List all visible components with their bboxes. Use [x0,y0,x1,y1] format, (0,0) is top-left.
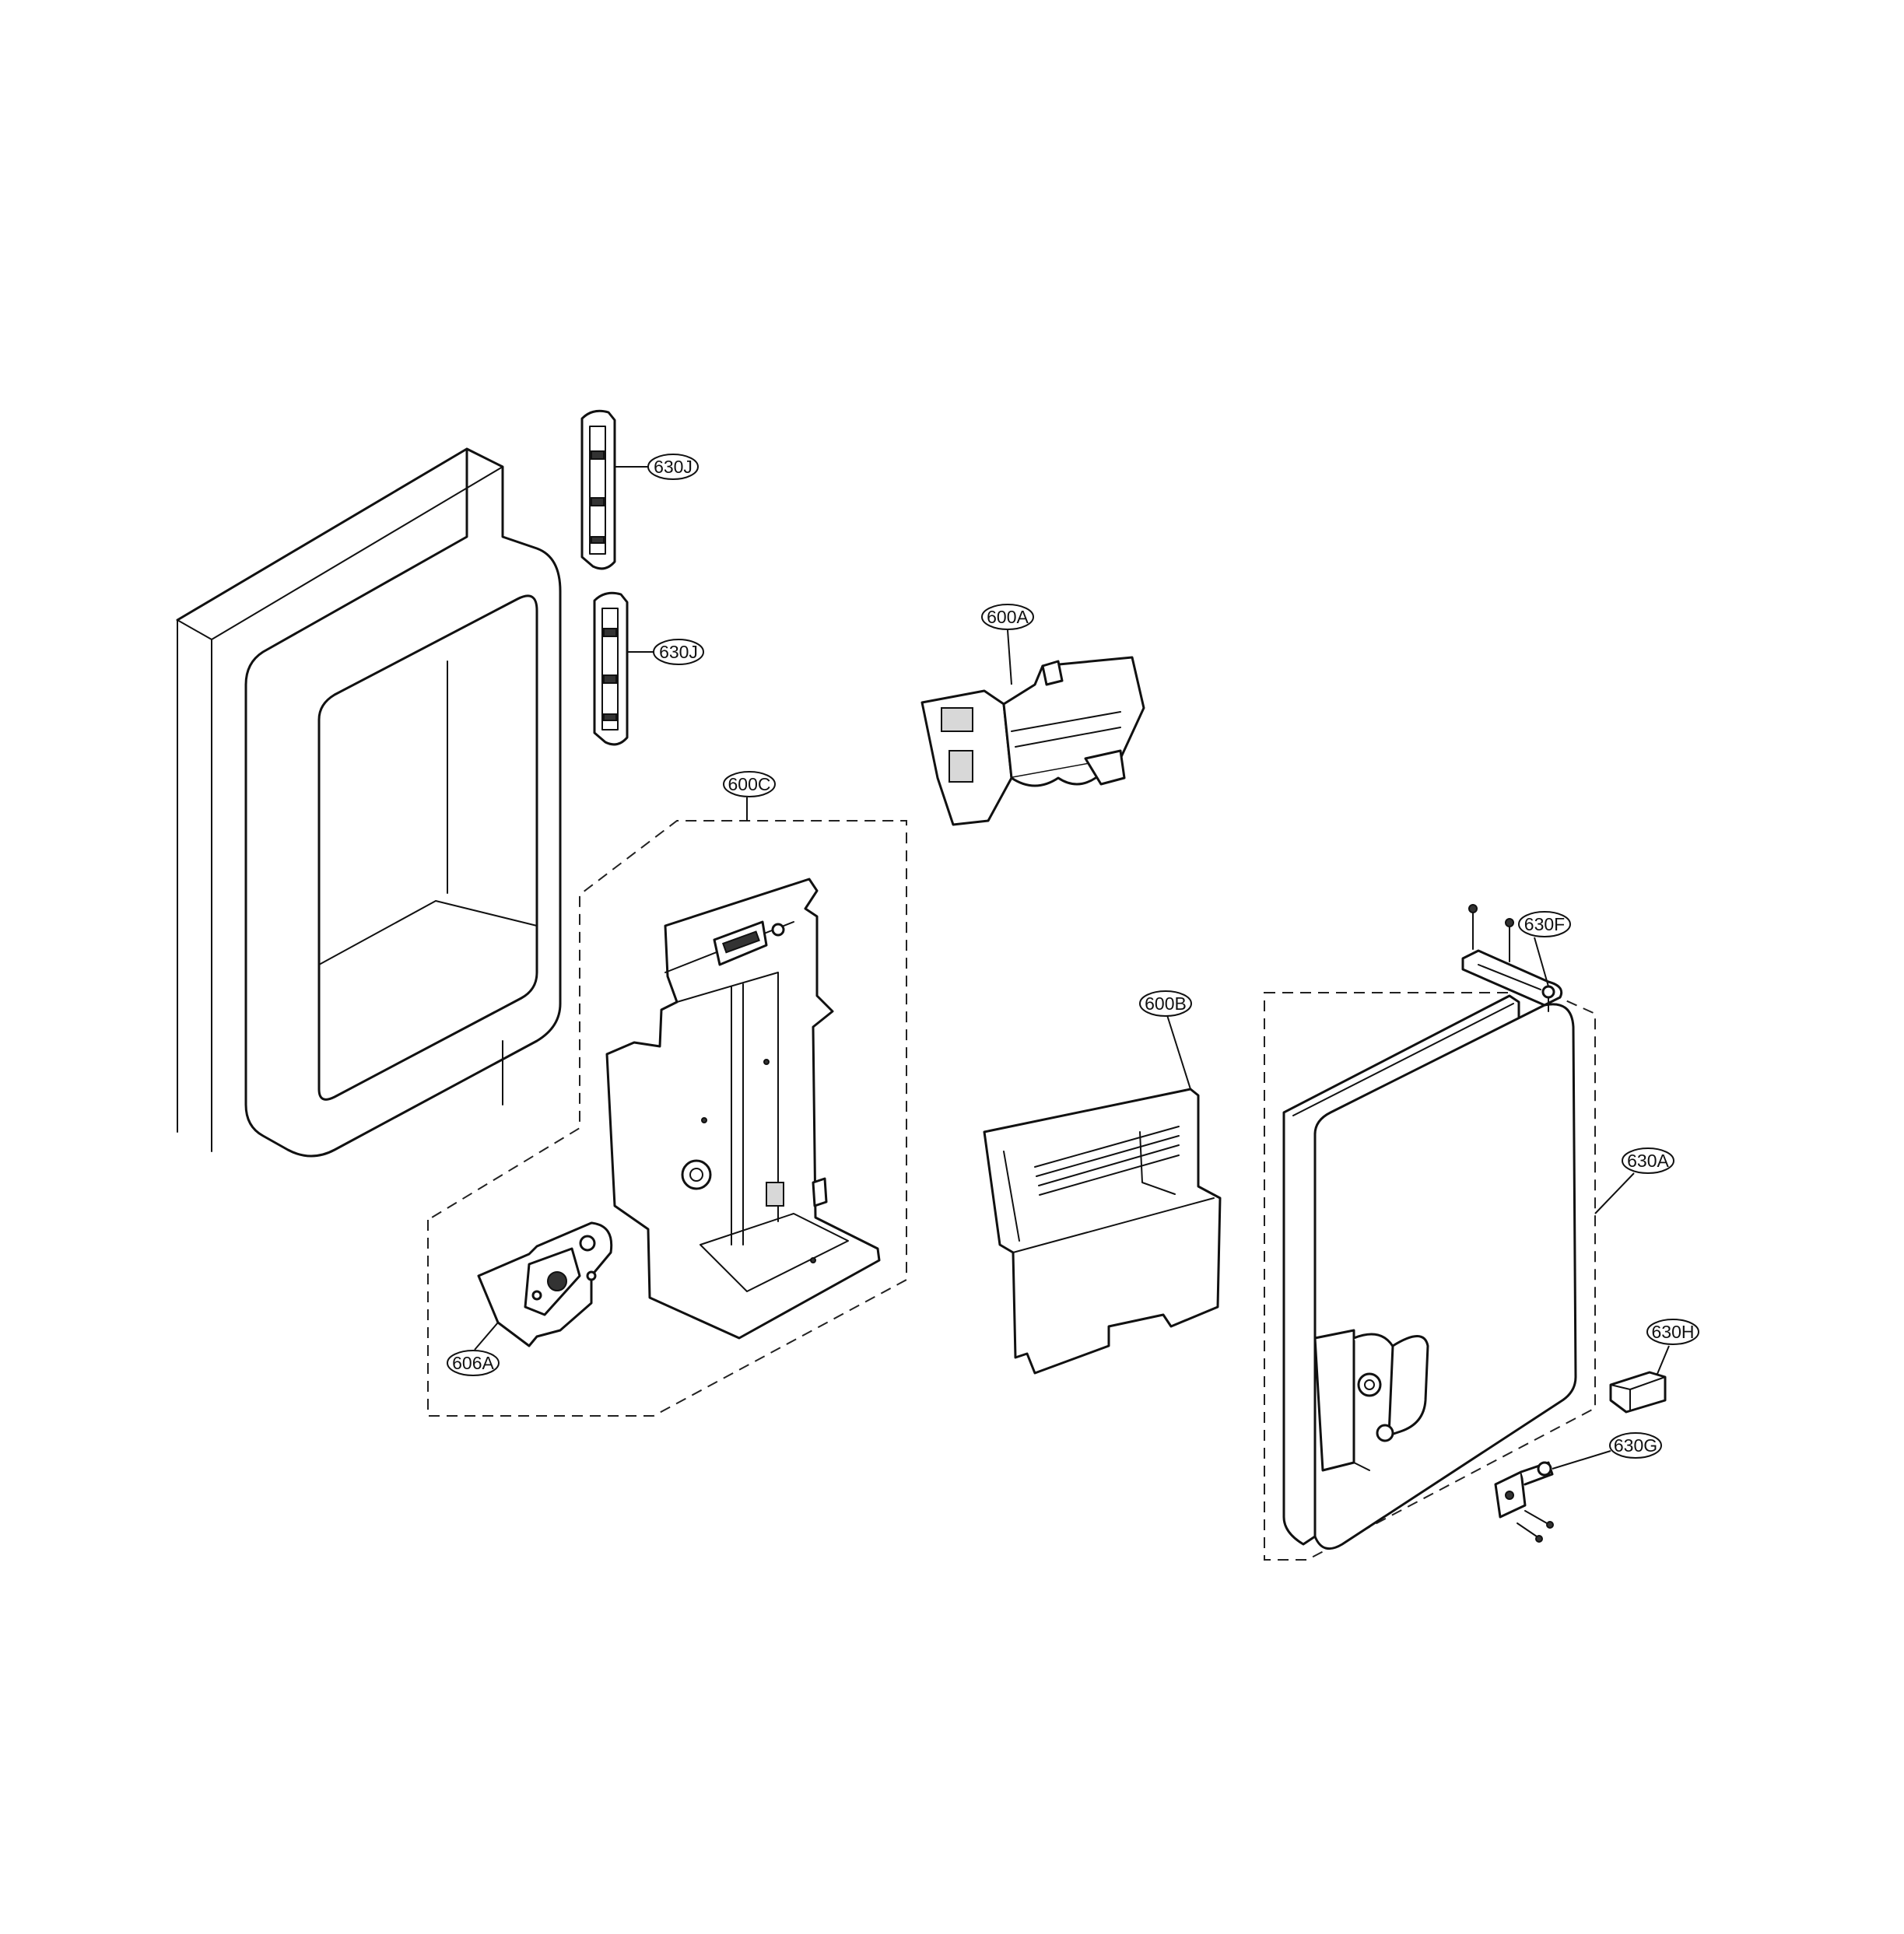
bracket-606a [477,1221,613,1347]
callout-630j-bottom: 630J [653,639,704,665]
callout-label-600b: 600B [1145,993,1187,1014]
leader-lines [474,466,1670,1470]
callout-600b: 600B [1139,990,1192,1017]
callout-label-630h: 630H [1652,1322,1695,1342]
callout-label-630f: 630F [1524,914,1565,934]
callout-label-606a: 606A [452,1353,494,1373]
callout-label-630j-top: 630J [654,457,693,477]
callout-label-630j-bottom: 630J [659,642,698,662]
cover-panel-600b [983,1088,1222,1375]
callout-606a: 606A [447,1350,500,1376]
door-assembly-630a [1264,992,1596,1561]
trim-piece-630j-top [580,409,616,570]
callout-label-630a: 630A [1627,1151,1669,1171]
callout-label-600a: 600A [987,607,1029,627]
ice-maker-assembly-600a [920,656,1145,826]
cap-630h [1609,1371,1667,1414]
callout-630f: 630F [1518,911,1571,937]
callout-630h: 630H [1646,1319,1699,1345]
callout-630a: 630A [1622,1147,1674,1174]
hinge-630g [1494,1461,1554,1543]
dispenser-housing-600c [427,820,907,1417]
door-panel-left [176,447,562,1158]
hinge-630f [1461,904,1563,1012]
callout-600c: 600C [723,771,776,797]
callout-label-630g: 630G [1614,1435,1657,1456]
trim-piece-630j-bottom [593,591,629,746]
callout-630g: 630G [1609,1432,1662,1459]
callout-630j-top: 630J [647,454,699,480]
callout-label-600c: 600C [728,774,771,794]
callout-600a: 600A [981,604,1034,630]
